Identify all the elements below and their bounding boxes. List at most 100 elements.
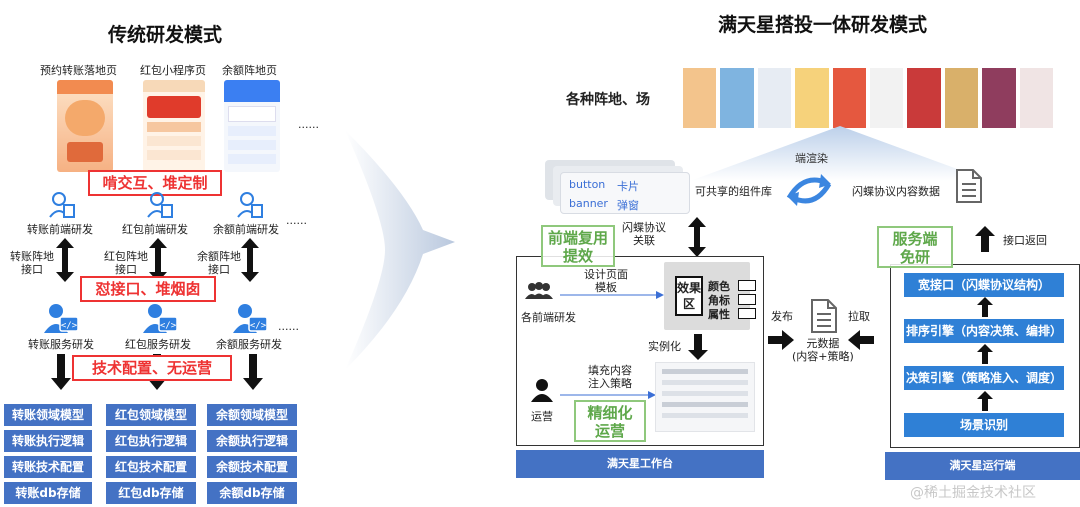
attr-color: 颜色: [708, 280, 730, 293]
frontend-ellipsis: ......: [286, 214, 307, 227]
flow-decision-engine: 决策引擎（策略准入、调度）: [904, 366, 1064, 390]
double-arrow-icon-component: [688, 217, 706, 257]
component-banner: banner: [569, 197, 608, 210]
model-box: 转账技术配置: [4, 456, 92, 478]
model-box: 余额db存储: [207, 482, 297, 504]
interface-label-balance: 余额阵地 接口: [197, 250, 241, 276]
frontend-dev-icon-3: [237, 192, 263, 218]
publish-arrow-icon: [768, 330, 794, 350]
double-arrow-icon-2: [149, 238, 167, 282]
transition-arrow-icon: [345, 130, 455, 370]
flow-scene-recognition: 场景识别: [904, 413, 1064, 437]
model-box: 转账db存储: [4, 482, 92, 504]
tag-config: 技术配置、无运营: [72, 355, 232, 381]
flow-sort-engine: 排序引擎（内容决策、编排）: [904, 319, 1064, 343]
flow-up-arrow-icon-2: [977, 344, 993, 364]
workbench-bar: 满天星工作台: [516, 450, 764, 478]
render-label: 端渲染: [795, 152, 828, 165]
backend-dev-icon-2: </>: [143, 304, 177, 333]
protocol-data-label: 闪蝶协议内容数据: [852, 185, 940, 198]
svg-text:</>: </>: [61, 321, 78, 331]
flow-up-arrow-icon-3: [977, 391, 993, 411]
double-arrow-icon-1: [56, 238, 74, 282]
attr-badge: 角标: [708, 294, 730, 307]
render-arrow-icon: [690, 126, 990, 181]
double-arrow-icon-3: [241, 238, 259, 282]
backend-dev-icon-1: </>: [44, 304, 78, 333]
document-icon: [956, 169, 982, 203]
right-title: 满天星搭投一体研发模式: [718, 14, 928, 36]
frontend-devs-label: 各前端研发: [521, 311, 576, 324]
model-box: 余额执行逻辑: [207, 430, 297, 452]
backend-label-redpacket: 红包服务研发: [125, 338, 191, 351]
frontend-dev-icon-2: [147, 192, 173, 218]
component-popup: 弹窗: [617, 199, 639, 212]
down-arrow-icon-1: [51, 354, 71, 390]
model-box: 余额领域模型: [207, 404, 297, 426]
backend-label-transfer: 转账服务研发: [28, 338, 94, 351]
component-lib-label: 可共享的组件库: [695, 185, 772, 198]
transfer-page-thumbnail: [57, 80, 113, 172]
runtime-bar: 满天星运行端: [885, 452, 1080, 480]
up-arrow-icon: [975, 226, 995, 252]
svg-text:</>: </>: [250, 321, 267, 331]
model-box: 红包执行逻辑: [106, 430, 196, 452]
balance-page-thumbnail: [224, 80, 280, 172]
protocol-link-label: 闪蝶协议 关联: [622, 221, 666, 247]
template-arrow: [560, 291, 664, 299]
down-arrow-instantiate-icon: [688, 334, 708, 360]
flow-wide-interface: 宽接口（闪蝶协议结构）: [904, 273, 1064, 297]
model-box: 转账执行逻辑: [4, 430, 92, 452]
sync-icon: [786, 174, 832, 206]
svg-text:</>: </>: [160, 321, 177, 331]
design-template-label: 设计页面 模板: [584, 268, 628, 294]
transfer-column: 转账领域模型 转账执行逻辑 转账技术配置 转账db存储: [4, 404, 92, 504]
redpacket-column: 红包领域模型 红包执行逻辑 红包技术配置 红包db存储: [106, 404, 196, 504]
backend-ellipsis: ......: [278, 320, 299, 333]
pull-label: 拉取: [848, 310, 870, 323]
fill-content-label: 填充内容 注入策略: [588, 364, 632, 390]
down-arrow-icon-3: [243, 354, 263, 390]
page-label-redpacket: 红包小程序页: [140, 64, 206, 77]
metadata-label: 元数据 (内容+策略): [792, 337, 854, 363]
ops-label: 运营: [531, 410, 553, 423]
model-box: 转账领域模型: [4, 404, 92, 426]
pages-ellipsis: ......: [298, 118, 319, 131]
scenes-strip: [683, 68, 1054, 128]
attr-property: 属性: [708, 308, 730, 321]
operator-icon: [531, 379, 553, 402]
balance-column: 余额领域模型 余额执行逻辑 余额技术配置 余额db存储: [207, 404, 297, 504]
scenes-label: 各种阵地、场: [566, 92, 650, 108]
tag-interaction: 啃交互、堆定制: [88, 170, 222, 196]
team-icon: [525, 282, 553, 299]
component-button: button: [569, 178, 606, 191]
frontend-dev-icon-1: [49, 192, 75, 218]
frontend-label-balance: 余额前端研发: [213, 223, 279, 236]
publish-label: 发布: [771, 310, 793, 323]
model-box: 红包db存储: [106, 482, 196, 504]
frontend-label-transfer: 转账前端研发: [27, 223, 93, 236]
interface-label-redpacket: 红包阵地 接口: [104, 250, 148, 276]
model-box: 红包领域模型: [106, 404, 196, 426]
frontend-label-redpacket: 红包前端研发: [122, 223, 188, 236]
model-box: 红包技术配置: [106, 456, 196, 478]
component-card: button 卡片 banner 弹窗: [560, 172, 690, 214]
page-label-transfer: 预约转账落地页: [40, 64, 117, 77]
effect-area-box: 效果 区: [675, 276, 703, 316]
backend-dev-icon-3: </>: [233, 304, 267, 333]
tag-ops: 精细化 运营: [574, 400, 646, 442]
tag-frontend-reuse: 前端复用 提效: [541, 225, 615, 267]
model-box: 余额技术配置: [207, 456, 297, 478]
content-panel: [655, 362, 755, 432]
left-title: 传统研发模式: [108, 24, 223, 46]
watermark: @稀土掘金技术社区: [910, 485, 1036, 501]
metadata-doc-icon: [811, 299, 837, 333]
pull-arrow-icon: [848, 330, 874, 350]
backend-label-balance: 余额服务研发: [216, 338, 282, 351]
page-label-balance: 余额阵地页: [222, 64, 277, 77]
tag-server: 服务端 免研: [877, 226, 953, 268]
instantiate-label: 实例化: [648, 340, 681, 353]
interface-label-transfer: 转账阵地 接口: [10, 250, 54, 276]
redpacket-page-thumbnail: [143, 80, 205, 172]
fill-arrow: [560, 391, 656, 399]
